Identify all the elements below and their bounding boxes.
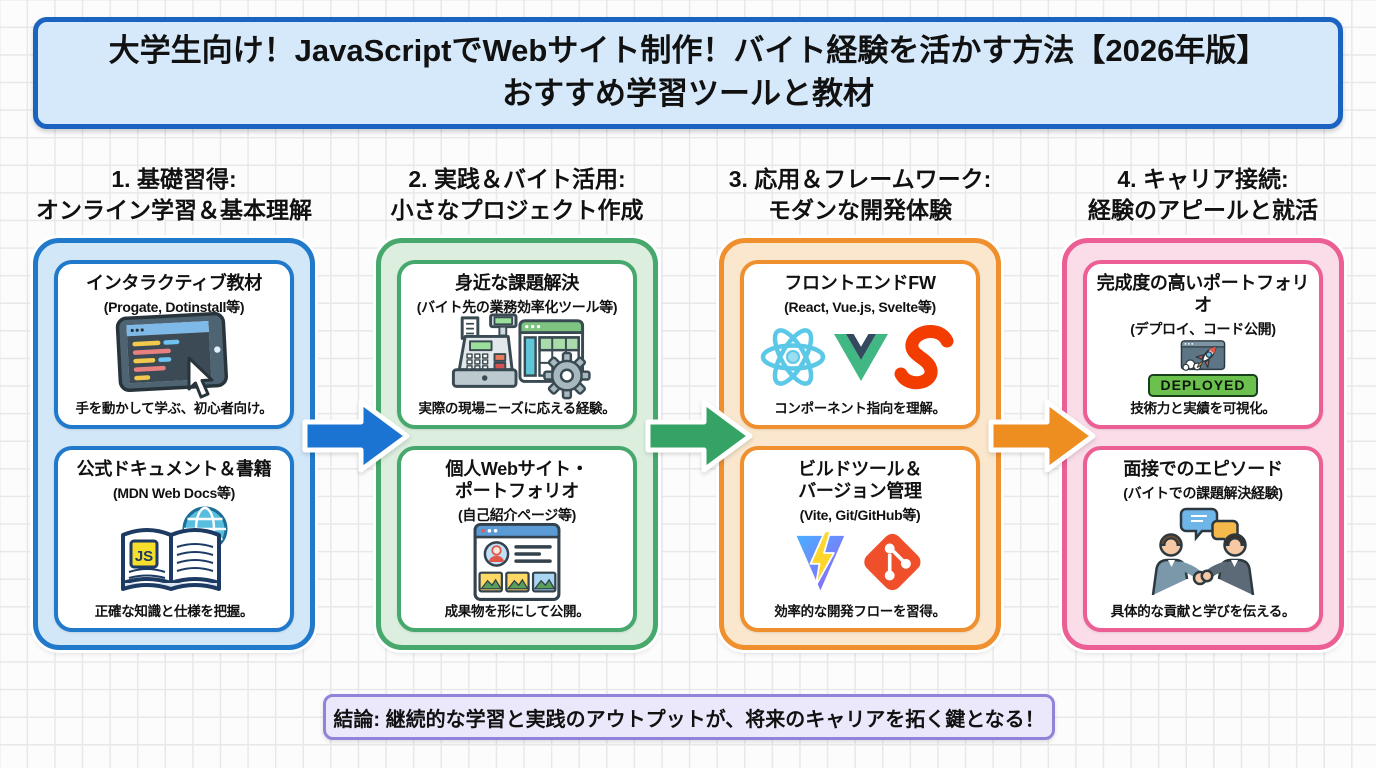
react-icon — [760, 328, 826, 386]
card-caption: 具体的な貢献と学びを伝える。 — [1110, 604, 1296, 619]
column-panel-basics: インタラクティブ教材 (Progate, Dotinstall等) — [33, 238, 315, 650]
arrow-right-icon-3 — [988, 399, 1096, 473]
avatar — [483, 541, 510, 568]
left-person — [1151, 533, 1205, 596]
card-caption: コンポーネント指向を理解。 — [774, 401, 946, 416]
page-subtitle: おすすめ学習ツールと教材 — [502, 76, 874, 111]
card-title: 個人Webサイト・ ポートフォリオ — [445, 459, 589, 501]
card-interview-episode: 面接でのエピソード (バイトでの課題解決経験) — [1083, 446, 1323, 632]
gallery-thumbnails — [478, 572, 557, 593]
card-subtitle: (デプロイ、コード公開) — [1130, 320, 1276, 337]
column-panel-frameworks: フロントエンドFW (React, Vue.js, Svelte等) — [719, 238, 1001, 650]
card-title: 面接でのエピソード — [1123, 459, 1283, 479]
card-subtitle: (MDN Web Docs等) — [112, 484, 236, 501]
deployed-badge: DEPLOYED — [1148, 374, 1258, 397]
cash-register-spreadsheet-icon — [438, 313, 596, 400]
handshake-interview-icon — [1139, 503, 1267, 600]
card-polished-portfolio: 完成度の高いポートフォリオ (デプロイ、コード公開) — [1083, 260, 1323, 429]
handshake-hands — [1192, 570, 1214, 586]
card-title: 身近な課題解決 — [455, 273, 579, 293]
git-icon — [864, 534, 921, 591]
rocket — [1195, 345, 1217, 368]
cursor-icon — [187, 356, 214, 399]
card-problem-solving: 身近な課題解決 (バイト先の業務効率化ツール等) — [397, 260, 637, 429]
tooling-logos — [782, 525, 938, 600]
speech-bubbles — [1179, 508, 1239, 549]
card-title: フロントエンドFW — [784, 273, 936, 293]
cash-register-icon — [451, 313, 518, 388]
card-caption: 正確な知識と仕様を把握。 — [94, 604, 254, 619]
card-title: ビルドツール＆ バージョン管理 — [798, 459, 922, 501]
gear-icon — [543, 351, 591, 400]
book-js-globe-icon: JS — [113, 503, 235, 600]
arrow-right-icon-2 — [645, 399, 753, 473]
arrow-right-icon-1 — [302, 399, 410, 473]
column-header-1: 1. 基礎習得: オンライン学習＆基本理解 — [36, 166, 312, 224]
vite-icon — [793, 530, 847, 596]
column-header-3: 3. 応用＆フレームワーク: モダンな開発体験 — [728, 166, 992, 224]
card-official-docs: 公式ドキュメント＆書籍 (MDN Web Docs等) — [54, 446, 294, 632]
right-person — [1201, 533, 1255, 596]
card-subtitle: (バイト先の業務効率化ツール等) — [416, 298, 618, 315]
card-subtitle: (自己紹介ページ等) — [457, 506, 577, 523]
conclusion-text: 結論: 継続的な学習と実践のアウトプットが、将来のキャリアを拓く鍵となる！ — [333, 708, 1045, 731]
column-header-2: 2. 実践＆バイト活用: 小さなプロジェクト作成 — [390, 166, 644, 224]
card-title: インタラクティブ教材 — [86, 273, 262, 293]
card-build-tools: ビルドツール＆ バージョン管理 (Vite, Git/GitHub等) — [740, 446, 980, 632]
svelte-icon — [894, 325, 954, 390]
framework-logos — [757, 317, 963, 397]
card-subtitle: (バイトでの課題解決経験) — [1123, 484, 1283, 501]
card-caption: 実際の現場ニーズに応える経験。 — [418, 401, 616, 416]
page-title: 大学生向け！JavaScriptでWebサイト制作！バイト経験を活かす方法【20… — [108, 33, 1268, 69]
column-panel-career: 完成度の高いポートフォリオ (デプロイ、コード公開) — [1062, 238, 1344, 650]
conclusion-banner: 結論: 継続的な学習と実践のアウトプットが、将来のキャリアを拓く鍵となる！ — [323, 694, 1055, 740]
card-subtitle: (Progate, Dotinstall等) — [103, 298, 245, 315]
vue-icon — [834, 333, 888, 381]
portfolio-website-icon — [459, 523, 575, 602]
card-frontend-fw: フロントエンドFW (React, Vue.js, Svelte等) — [740, 260, 980, 429]
card-subtitle: (React, Vue.js, Svelte等) — [784, 298, 936, 315]
card-title: 公式ドキュメント＆書籍 — [76, 459, 272, 479]
rocket-deploy-icon: DEPLOYED — [1141, 339, 1265, 397]
card-caption: 手を動かして学ぶ、初心者向け。 — [75, 401, 273, 416]
title-banner: 大学生向け！JavaScriptでWebサイト制作！バイト経験を活かす方法【20… — [33, 17, 1343, 129]
column-header-4: 4. キャリア接続: 経験のアピールと就活 — [1088, 166, 1318, 224]
card-caption: 技術力と実績を可視化。 — [1130, 401, 1276, 416]
card-title: 完成度の高いポートフォリオ — [1096, 273, 1310, 315]
card-subtitle: (Vite, Git/GitHub等) — [799, 506, 921, 523]
card-personal-website: 個人Webサイト・ ポートフォリオ (自己紹介ページ等) — [397, 446, 637, 632]
card-interactive-materials: インタラクティブ教材 (Progate, Dotinstall等) — [54, 260, 294, 429]
tablet-code-icon — [111, 311, 237, 399]
column-panel-practice: 身近な課題解決 (バイト先の業務効率化ツール等) — [376, 238, 658, 650]
card-caption: 効率的な開発フローを習得。 — [774, 604, 946, 619]
card-caption: 成果物を形にして公開。 — [444, 604, 590, 619]
js-logo-label: JS — [135, 548, 153, 565]
open-book-icon: JS — [121, 528, 221, 592]
